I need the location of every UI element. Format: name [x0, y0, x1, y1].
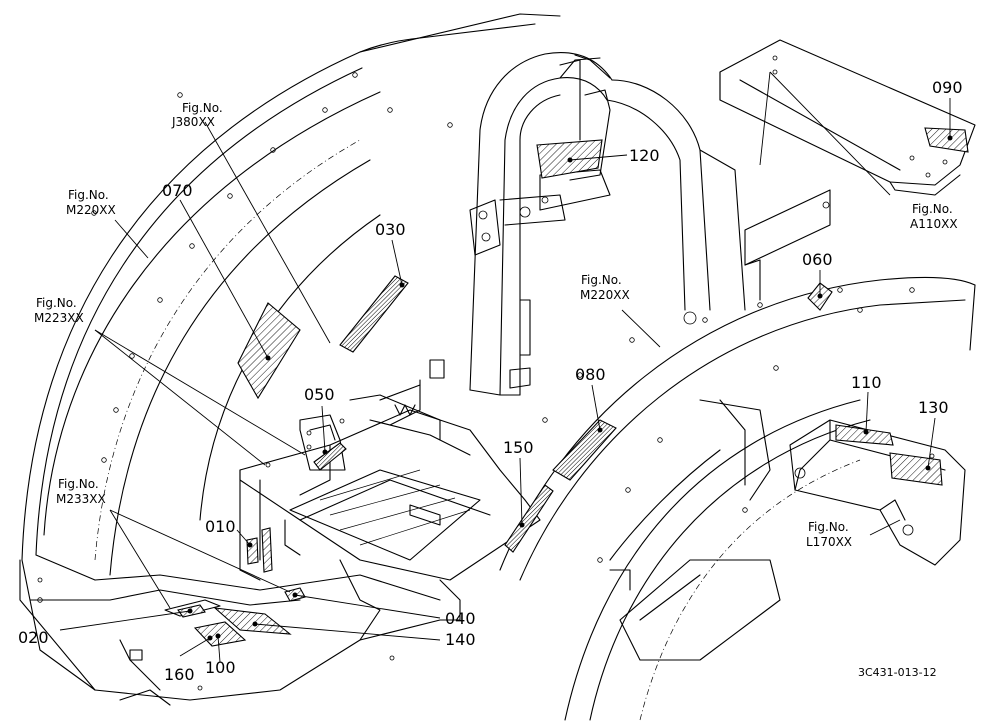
rops-frame — [469, 52, 831, 396]
callout-labels: 070 030 120 090 060 080 150 050 010 020 … — [18, 78, 963, 684]
decal-010-b — [261, 527, 273, 573]
figref-a110-line2: A110XX — [910, 217, 958, 231]
drawing-number: 3C431-013-12 — [858, 666, 937, 679]
figref-l170-line1: Fig.No. — [808, 520, 849, 534]
decal-140 — [213, 607, 292, 635]
callout-110: 110 — [851, 373, 882, 392]
callout-040: 040 — [445, 609, 476, 628]
callout-140: 140 — [445, 630, 476, 649]
callout-130: 130 — [918, 398, 949, 417]
decal-050 — [313, 442, 347, 471]
leader-lines — [59, 71, 951, 663]
figref-j380-line2: J380XX — [171, 115, 215, 129]
decal-030 — [339, 275, 409, 353]
decal-130 — [889, 452, 943, 486]
callout-020: 020 — [18, 628, 49, 647]
figref-a110-line1: Fig.No. — [912, 202, 953, 216]
callout-dots — [187, 135, 953, 641]
figref-m220-left-line1: Fig.No. — [68, 188, 109, 202]
figref-m220-left-line2: M220XX — [66, 203, 116, 217]
callout-080: 080 — [575, 365, 606, 384]
figref-m220-right-line1: Fig.No. — [581, 273, 622, 287]
callout-060: 060 — [802, 250, 833, 269]
figref-j380-line1: Fig.No. — [182, 101, 223, 115]
left-fender — [21, 13, 561, 691]
callout-100: 100 — [205, 658, 236, 677]
callout-010: 010 — [205, 517, 236, 536]
figref-m223-line2: M223XX — [34, 311, 84, 325]
decal-150 — [504, 484, 554, 553]
decal-080 — [552, 419, 617, 481]
figref-m223-line1: Fig.No. — [36, 296, 77, 310]
callout-070: 070 — [162, 181, 193, 200]
callout-160: 160 — [164, 665, 195, 684]
right-fender — [499, 277, 976, 721]
decal-110 — [835, 424, 894, 446]
decals — [177, 127, 969, 647]
callout-030: 030 — [375, 220, 406, 239]
floor-step — [19, 559, 461, 706]
figure-references: Fig.No. J380XX Fig.No. M220XX Fig.No. M2… — [34, 101, 958, 549]
callout-150: 150 — [503, 438, 534, 457]
callout-090: 090 — [932, 78, 963, 97]
figref-m233-line2: M233XX — [56, 492, 106, 506]
callout-050: 050 — [304, 385, 335, 404]
figref-l170-line2: L170XX — [806, 535, 852, 549]
callout-120: 120 — [629, 146, 660, 165]
figref-m233-line1: Fig.No. — [58, 477, 99, 491]
figref-m220-right-line2: M220XX — [580, 288, 630, 302]
seat-base-assembly — [239, 359, 541, 581]
decal-010-a — [246, 537, 259, 565]
decal-070 — [237, 302, 301, 400]
top-plate — [719, 39, 976, 196]
decal-090 — [924, 127, 969, 153]
